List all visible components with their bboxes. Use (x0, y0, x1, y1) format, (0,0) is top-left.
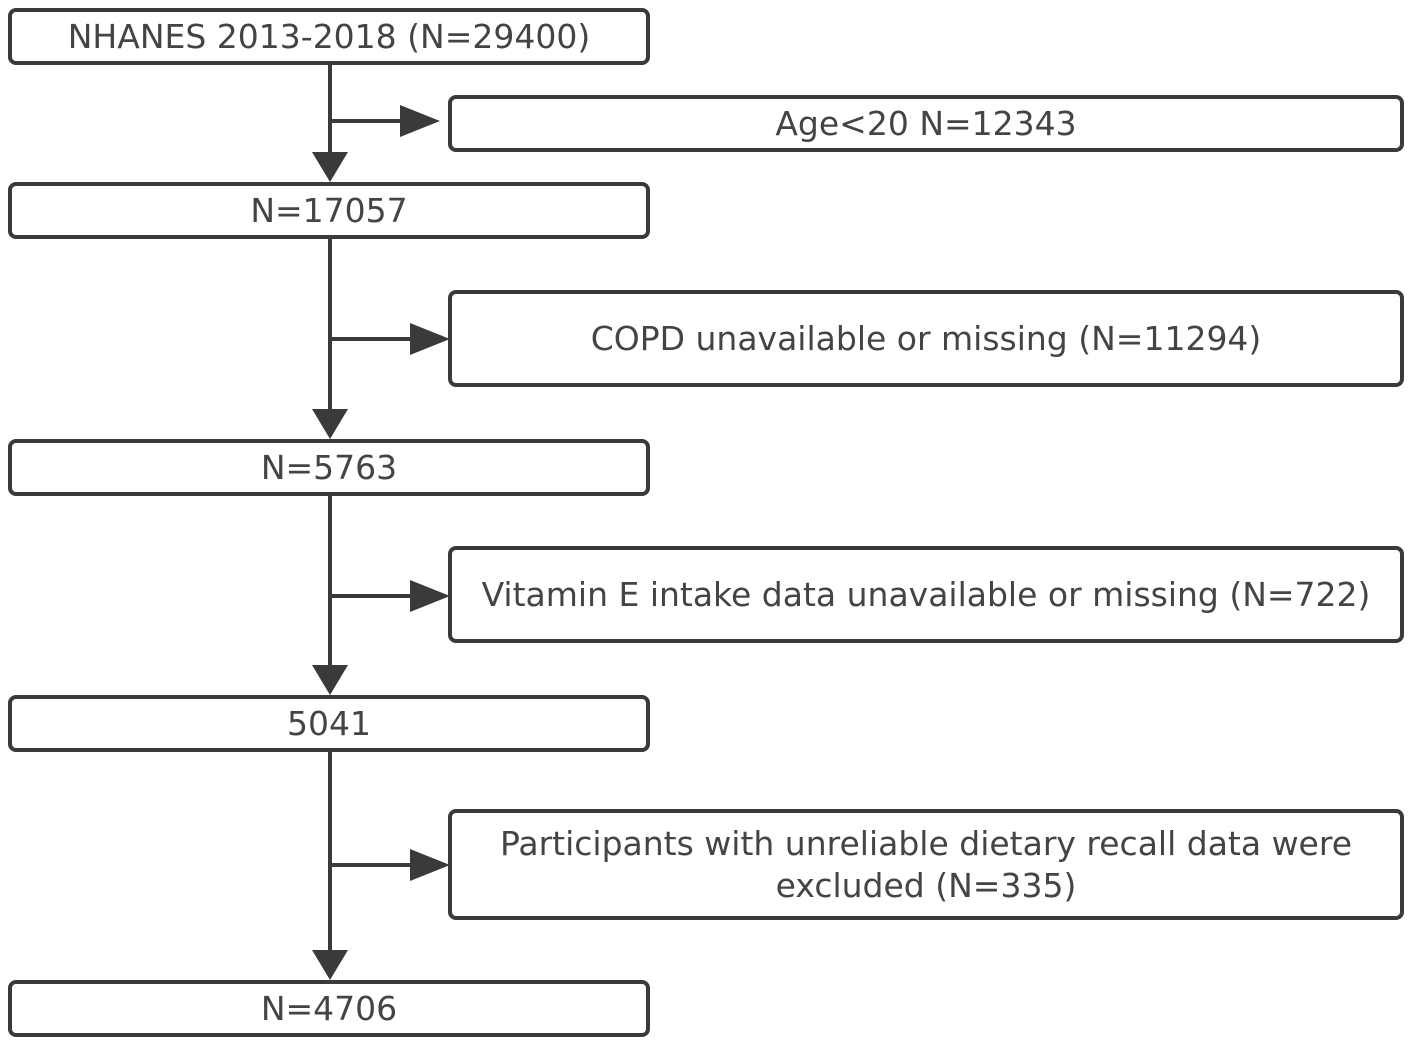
down-arrow-2 (312, 239, 348, 439)
step-box-after-copd: N=5763 (8, 439, 650, 496)
exclusion-label-dietary-recall: Participants with unreliable dietary rec… (499, 823, 1353, 905)
step-box-after-age: N=17057 (8, 182, 650, 239)
step-label-total: NHANES 2013-2018 (N=29400) (67, 16, 591, 56)
step-label-after-vitamin-e: 5041 (287, 703, 371, 743)
step-label-final: N=4706 (260, 988, 398, 1028)
right-arrow-1 (330, 105, 440, 137)
step-label-after-age: N=17057 (250, 190, 408, 230)
exclusion-box-age: Age<20 N=12343 (448, 95, 1404, 152)
right-arrow-3 (330, 580, 450, 612)
right-arrow-2 (330, 323, 450, 355)
down-arrow-4 (312, 752, 348, 980)
down-arrow-1 (312, 65, 348, 182)
exclusion-box-vitamin-e: Vitamin E intake data unavailable or mis… (448, 546, 1404, 643)
step-label-after-copd: N=5763 (260, 447, 398, 487)
exclusion-label-vitamin-e: Vitamin E intake data unavailable or mis… (481, 574, 1371, 614)
exclusion-box-dietary-recall: Participants with unreliable dietary rec… (448, 809, 1404, 920)
down-arrow-3 (312, 496, 348, 695)
exclusion-label-age: Age<20 N=12343 (775, 103, 1077, 143)
step-box-final: N=4706 (8, 980, 650, 1037)
exclusion-box-copd: COPD unavailable or missing (N=11294) (448, 290, 1404, 387)
step-box-total: NHANES 2013-2018 (N=29400) (8, 8, 650, 65)
right-arrow-4 (330, 849, 450, 881)
exclusion-label-copd: COPD unavailable or missing (N=11294) (590, 318, 1262, 358)
step-box-after-vitamin-e: 5041 (8, 695, 650, 752)
